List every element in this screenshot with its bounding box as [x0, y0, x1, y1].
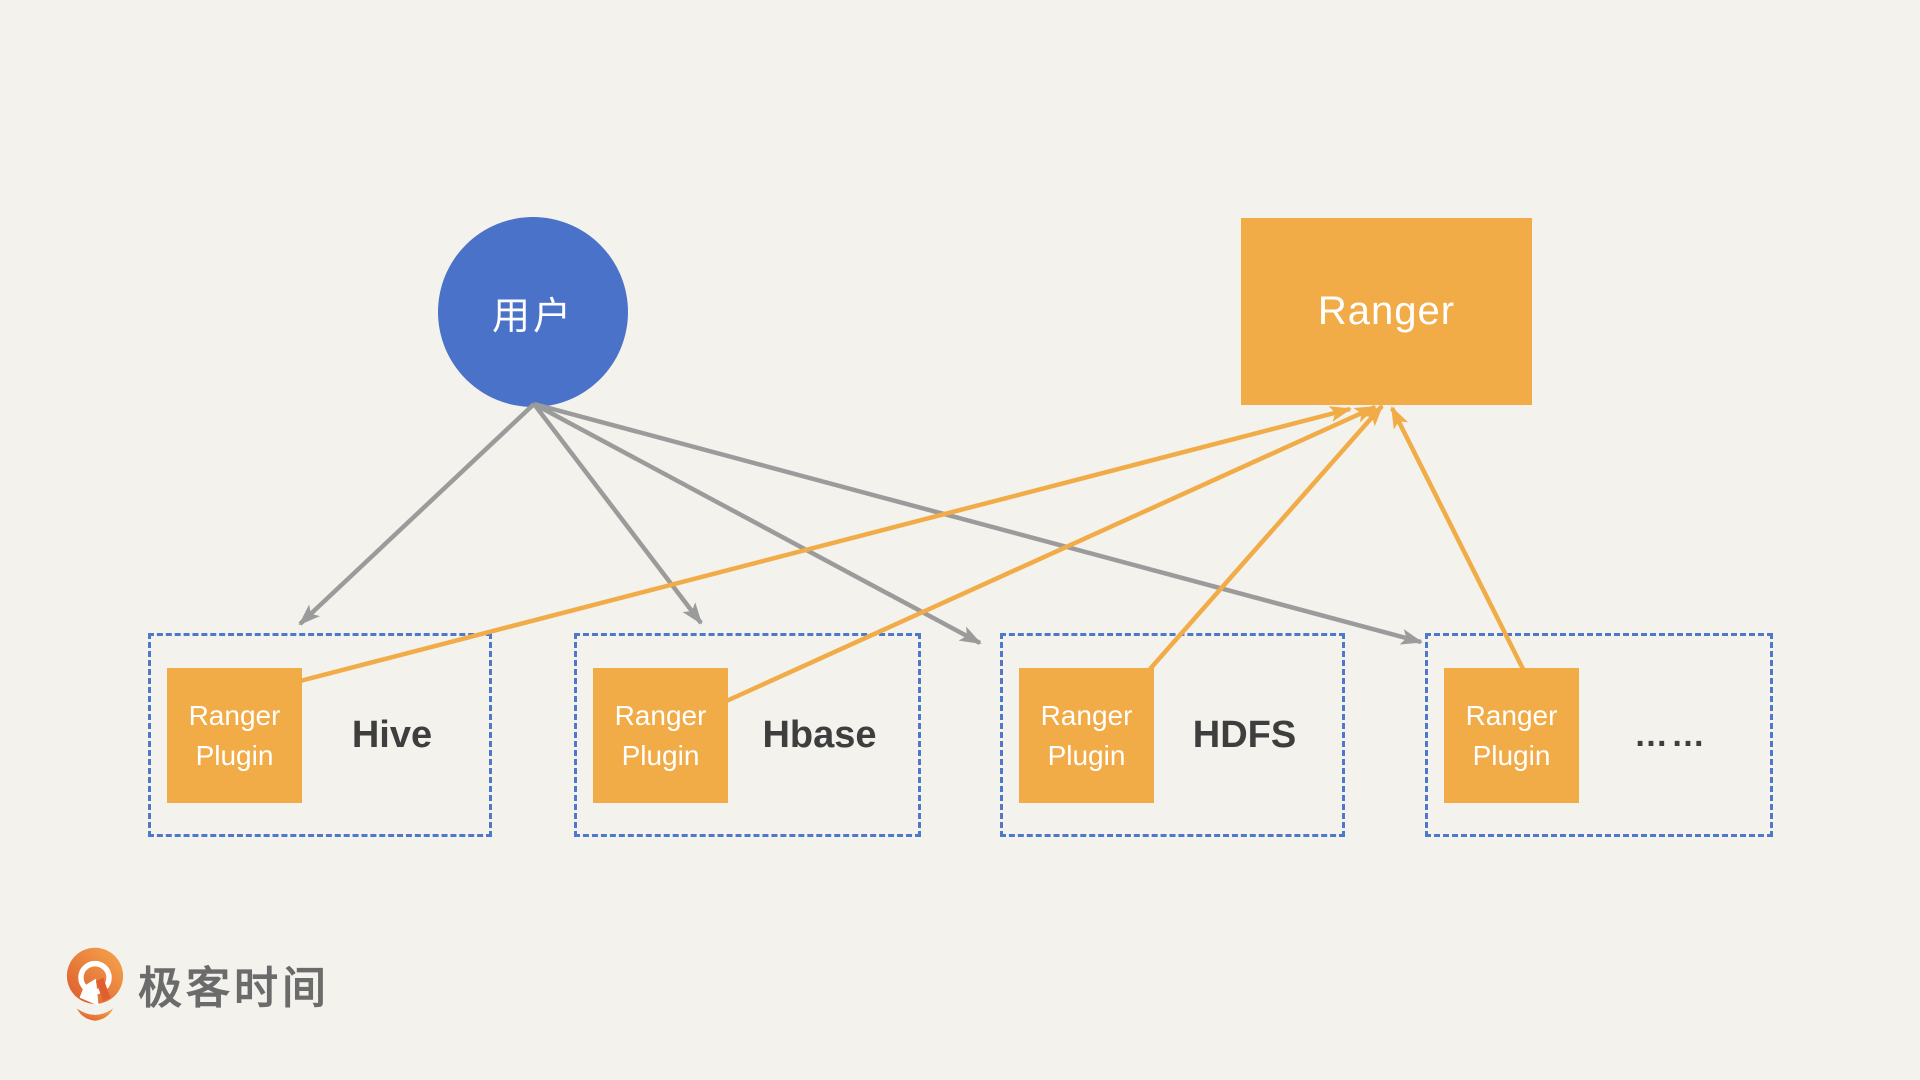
- service-label-hbase: Hbase: [762, 713, 877, 756]
- ranger-plugin-label: Ranger Plugin: [614, 700, 707, 771]
- arrow-user-to-hdfs-box: [532, 402, 982, 645]
- service-box-hive: Ranger Plugin Hive: [148, 633, 492, 837]
- arrow-user-to-hive-box: [298, 402, 536, 626]
- ranger-node-label: Ranger: [1317, 289, 1456, 333]
- arrow-user-to-hbase-box: [532, 402, 703, 625]
- ranger-plugin-label: Ranger Plugin: [1040, 700, 1133, 771]
- service-label-hdfs: HDFS: [1192, 713, 1297, 756]
- brand-name: 极客时间: [138, 964, 330, 1013]
- geektime-pin-icon: [66, 947, 124, 1021]
- service-label-hive: Hive: [351, 713, 433, 756]
- service-box-others: Ranger Plugin ……: [1425, 633, 1773, 837]
- ranger-plugin-hdfs: Ranger Plugin: [1019, 668, 1154, 803]
- ranger-plugin-label: Ranger Plugin: [1465, 700, 1558, 771]
- service-box-hdfs: Ranger Plugin HDFS: [1000, 633, 1345, 837]
- arrow-user-to-others-box: [533, 401, 1423, 645]
- ranger-plugin-hbase: Ranger Plugin: [593, 668, 728, 803]
- user-node-label: 用户: [491, 295, 574, 338]
- user-node: 用户: [438, 217, 628, 407]
- service-label-others: ……: [1634, 715, 1708, 754]
- ranger-plugin-others: Ranger Plugin: [1444, 668, 1579, 803]
- ranger-plugin-label: Ranger Plugin: [188, 700, 281, 771]
- arrow-hdfs-plugin-to-ranger: [1148, 404, 1384, 671]
- arrow-others-plugin-to-ranger: [1389, 406, 1526, 671]
- service-box-hbase: Ranger Plugin Hbase: [574, 633, 921, 837]
- ranger-node: Ranger: [1241, 218, 1532, 405]
- brand-footer: 极客时间: [66, 944, 330, 1024]
- ranger-plugin-hive: Ranger Plugin: [167, 668, 302, 803]
